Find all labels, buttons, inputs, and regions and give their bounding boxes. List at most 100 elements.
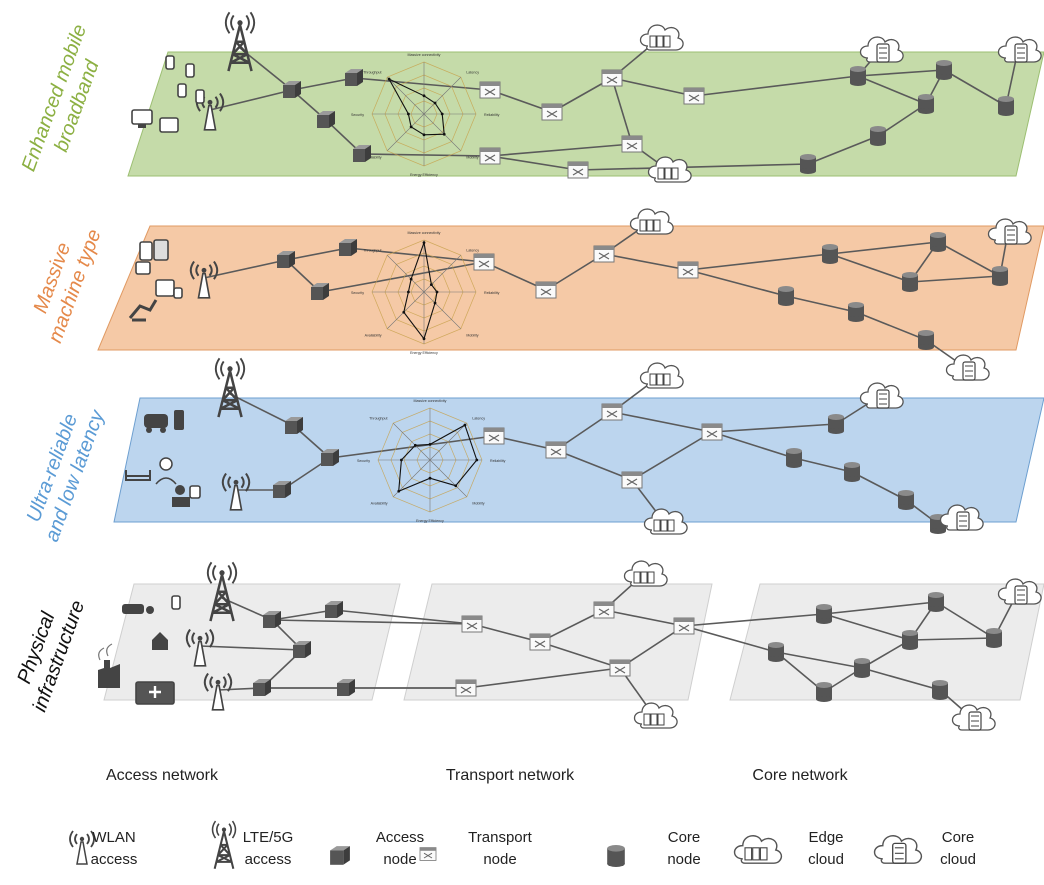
physical-tile-core [729,583,1044,701]
factory-smoke [98,643,113,661]
transport-node-top [530,634,550,638]
core-node-icon [902,630,918,650]
access-node-icon [337,679,355,696]
edge-cloud-server [633,571,641,584]
requirements-radar-2: Massive connectivityLatencyReliabilityMo… [351,231,500,355]
edge-cloud-server [643,713,651,726]
radar-point [435,290,439,294]
core-node-top [902,630,918,636]
tower-lattice [213,831,235,869]
core-node-body [848,305,864,319]
access-node-front [321,453,333,466]
network-link [937,241,1001,277]
edge-cloud-server [752,847,760,861]
transport-node-icon [609,659,631,677]
transport-node-icon [621,471,643,489]
access-node-side [351,239,357,256]
core-node-body [932,683,948,697]
network-link [693,75,859,97]
core-node-body [816,685,832,699]
transport-node-top [702,424,722,428]
edge-cloud-server [664,167,672,180]
core-node-icon [854,658,870,678]
wlan-waves [189,260,219,280]
transport-node-top [622,472,642,476]
access-node-front [325,605,337,618]
legend-label-line1: Transport [468,829,532,846]
network-link [209,89,293,111]
network-link [489,155,579,171]
access-node-side [289,251,295,268]
transport-node-cross [688,94,700,102]
network-link [857,69,945,77]
core-node-body [986,631,1002,645]
tower-waves [214,357,246,380]
slice-plane-embb [127,51,1044,177]
core-node-bottom [844,476,860,482]
core-cloud-icon [873,835,923,864]
radar-axis-label: Security [351,113,364,117]
wlan-mast [197,272,211,299]
edge-cloud-icon [733,835,783,864]
radar-spoke [423,291,461,329]
core-node-top [898,490,914,496]
radar-axis-label: Massive connectivity [414,399,447,403]
wlan-mast [193,640,207,667]
access-node-side [275,611,281,628]
radar-axis-label: Latency [466,249,479,253]
legend-label-line2: node [383,851,416,868]
network-link [861,667,941,691]
legend-label-line1: LTE/5G [243,829,294,846]
transport-node-top [568,162,588,166]
edge-cloud-server [640,571,648,584]
network-link [823,601,937,615]
core-node-icon [992,266,1008,286]
transport-node-icon [461,615,483,633]
core-node-bottom [800,168,816,174]
radar-spoke [423,77,461,115]
access-node-side [365,145,371,162]
core-node-icon [844,462,860,482]
car-icon [122,604,144,614]
access-node-icon [345,69,363,86]
core-node-bottom [778,300,794,306]
edge-cloud-icon [633,702,678,729]
core-node-top [768,642,784,648]
transport-node-cross [606,410,618,418]
core-node-bottom [816,696,832,702]
factory-icon [98,660,120,688]
radar-axis-label: Mobility [466,155,478,159]
access-node-icon [339,239,357,256]
transport-node-cross [626,478,638,486]
transport-node-top [542,104,562,108]
network-link [909,637,995,641]
radar-point [397,489,401,493]
radar-axis-label: Throughput [363,71,381,75]
core-node-body [992,269,1008,283]
wlan-mast [211,684,225,711]
transport-node-top [420,847,436,851]
core-node-body [854,661,870,675]
car-icon [146,606,154,614]
access-node-icon [263,611,281,628]
core-node-bottom [986,642,1002,648]
core-cloud-icon [945,354,990,381]
network-link [347,247,485,263]
radar-spoke [393,423,431,461]
lte-5g-tower-icon [211,820,237,869]
access-node-icon [253,679,271,696]
transport-node-icon [479,147,501,165]
network-link [857,75,927,105]
network-link [775,651,863,669]
radar-spoke [387,113,425,151]
network-link [683,613,825,627]
transport-node-cross [678,624,690,632]
core-node-icon [816,682,832,702]
network-link [333,609,473,625]
network-link [229,393,295,427]
radar-axis-label: Availability [365,155,382,159]
radar-axis-label: Energy Efficiency [410,173,438,177]
transport-node-cross [460,686,472,694]
access-node-side [329,111,335,128]
